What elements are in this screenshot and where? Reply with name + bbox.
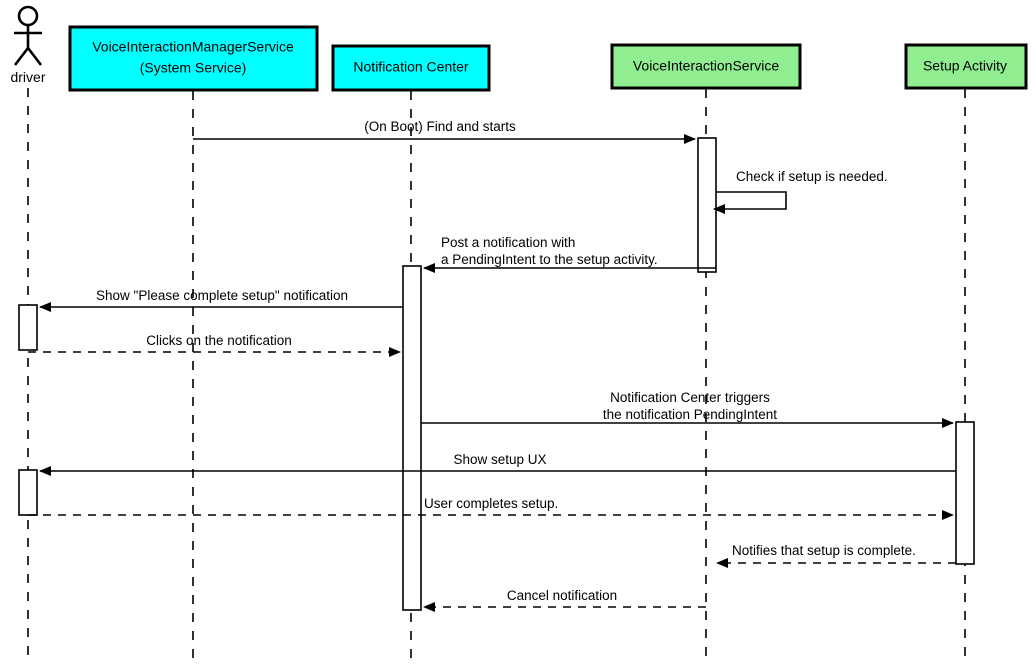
message-cancel-notification[interactable]: Cancel notification [423, 588, 706, 612]
message-label-line1: Notification Center triggers [610, 390, 770, 405]
message-check-if-setup-is-needed[interactable]: Check if setup is needed. [713, 169, 888, 214]
message-self-loop-line [713, 191, 787, 214]
message-show-setup-ux[interactable]: Show setup UX [39, 452, 956, 476]
participant-label-line1: Setup Activity [923, 58, 1007, 74]
message-label: Clicks on the notification [146, 333, 292, 348]
participant-label-line1: VoiceInteractionService [633, 58, 780, 74]
participant-label-line2: (System Service) [140, 60, 247, 76]
participant-box[interactable] [610, 43, 802, 90]
message-label: Check if setup is needed. [736, 169, 888, 184]
participant-label-line1: Notification Center [353, 59, 469, 75]
actor-head-icon [17, 5, 39, 27]
participant-label-line1: VoiceInteractionManagerService [92, 39, 294, 55]
actor-label: driver [10, 69, 45, 85]
message-label: (On Boot) Find and starts [364, 119, 516, 134]
activation-driver-1 [18, 304, 38, 351]
message-notification-center-triggers-pendingintent[interactable]: Notification Center triggers the notific… [421, 390, 954, 428]
message-label-line2: a PendingIntent to the setup activity. [441, 252, 658, 267]
message-label: Notifies that setup is complete. [732, 543, 916, 558]
participant-voiceinteractionmanagerservice[interactable]: VoiceInteractionManagerService (System S… [68, 25, 319, 92]
participant-notification-center[interactable]: Notification Center [331, 44, 491, 92]
message-user-completes-setup[interactable]: User completes setup. [28, 496, 954, 520]
message-label: User completes setup. [424, 496, 558, 511]
actor-leg-right-icon [26, 47, 43, 66]
activation-driver-2 [18, 469, 38, 516]
message-label-line2: the notification PendingIntent [603, 407, 777, 422]
activation-bars-group [18, 137, 975, 611]
participant-box[interactable] [68, 25, 319, 92]
activation-voiceinteractionservice [697, 137, 717, 273]
participant-setup-activity[interactable]: Setup Activity [904, 43, 1028, 90]
participant-voiceinteractionservice[interactable]: VoiceInteractionService [610, 43, 802, 90]
message-label: Show "Please complete setup" notificatio… [96, 288, 348, 303]
actor-leg-left-icon [13, 47, 30, 66]
message-label: Cancel notification [507, 588, 617, 603]
message-label: Show setup UX [453, 452, 546, 467]
message-notifies-that-setup-is-complete[interactable]: Notifies that setup is complete. [716, 543, 956, 568]
message-label-line1: Post a notification with [441, 235, 575, 250]
message-clicks-on-the-notification[interactable]: Clicks on the notification [28, 333, 401, 357]
actor-driver[interactable]: driver [10, 5, 46, 85]
participant-box[interactable] [904, 43, 1028, 90]
message-on-boot-find-and-starts[interactable]: (On Boot) Find and starts [193, 119, 696, 144]
message-post-a-notification[interactable]: Post a notification with a PendingIntent… [423, 235, 716, 273]
participant-box[interactable] [331, 44, 491, 92]
activation-notification-center [402, 265, 422, 611]
activation-setup-activity [955, 421, 975, 565]
message-show-please-complete-setup-notification[interactable]: Show "Please complete setup" notificatio… [39, 288, 403, 312]
